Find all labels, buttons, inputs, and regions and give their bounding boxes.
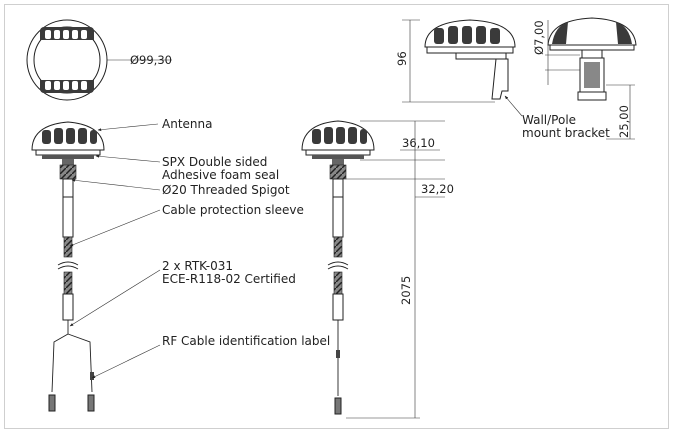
bracket-depth-dimension: 25,00 bbox=[617, 105, 631, 138]
spigot-callout: Ø20 Threaded Spigot bbox=[162, 183, 290, 197]
seal-callout-line2: Adhesive foam seal bbox=[162, 168, 279, 182]
middle-dimensions bbox=[346, 120, 445, 419]
cert-callout-line1: 2 x RTK-031 bbox=[162, 259, 233, 273]
left-antenna bbox=[31, 121, 105, 412]
spigot-diameter-dimension: Ø7,00 bbox=[532, 20, 546, 55]
rf-label-callout: RF Cable identification label bbox=[162, 334, 330, 348]
bracket-callout-line1: Wall/Pole bbox=[522, 113, 576, 127]
dome-height-dimension: 36,10 bbox=[402, 136, 435, 150]
cable-length-dimension: 2075 bbox=[399, 276, 413, 305]
middle-antenna bbox=[301, 120, 375, 415]
front-view bbox=[545, 17, 637, 140]
bracket-height-dimension: 96 bbox=[395, 51, 409, 66]
cert-callout-line2: ECE-R118-02 Certified bbox=[162, 272, 296, 286]
seal-callout-line1: SPX Double sided bbox=[162, 155, 267, 169]
drawing-border bbox=[4, 4, 669, 429]
bracket-view bbox=[402, 19, 523, 117]
antenna-callout: Antenna bbox=[162, 117, 212, 131]
bracket-callout-line2: mount bracket bbox=[522, 126, 610, 140]
top-view: Ø99,30 bbox=[26, 19, 172, 101]
spigot-length-dimension: 32,20 bbox=[421, 182, 454, 196]
diameter-dimension: Ø99,30 bbox=[130, 53, 172, 67]
callout-leaders bbox=[69, 123, 161, 379]
sleeve-callout: Cable protection sleeve bbox=[162, 203, 304, 217]
